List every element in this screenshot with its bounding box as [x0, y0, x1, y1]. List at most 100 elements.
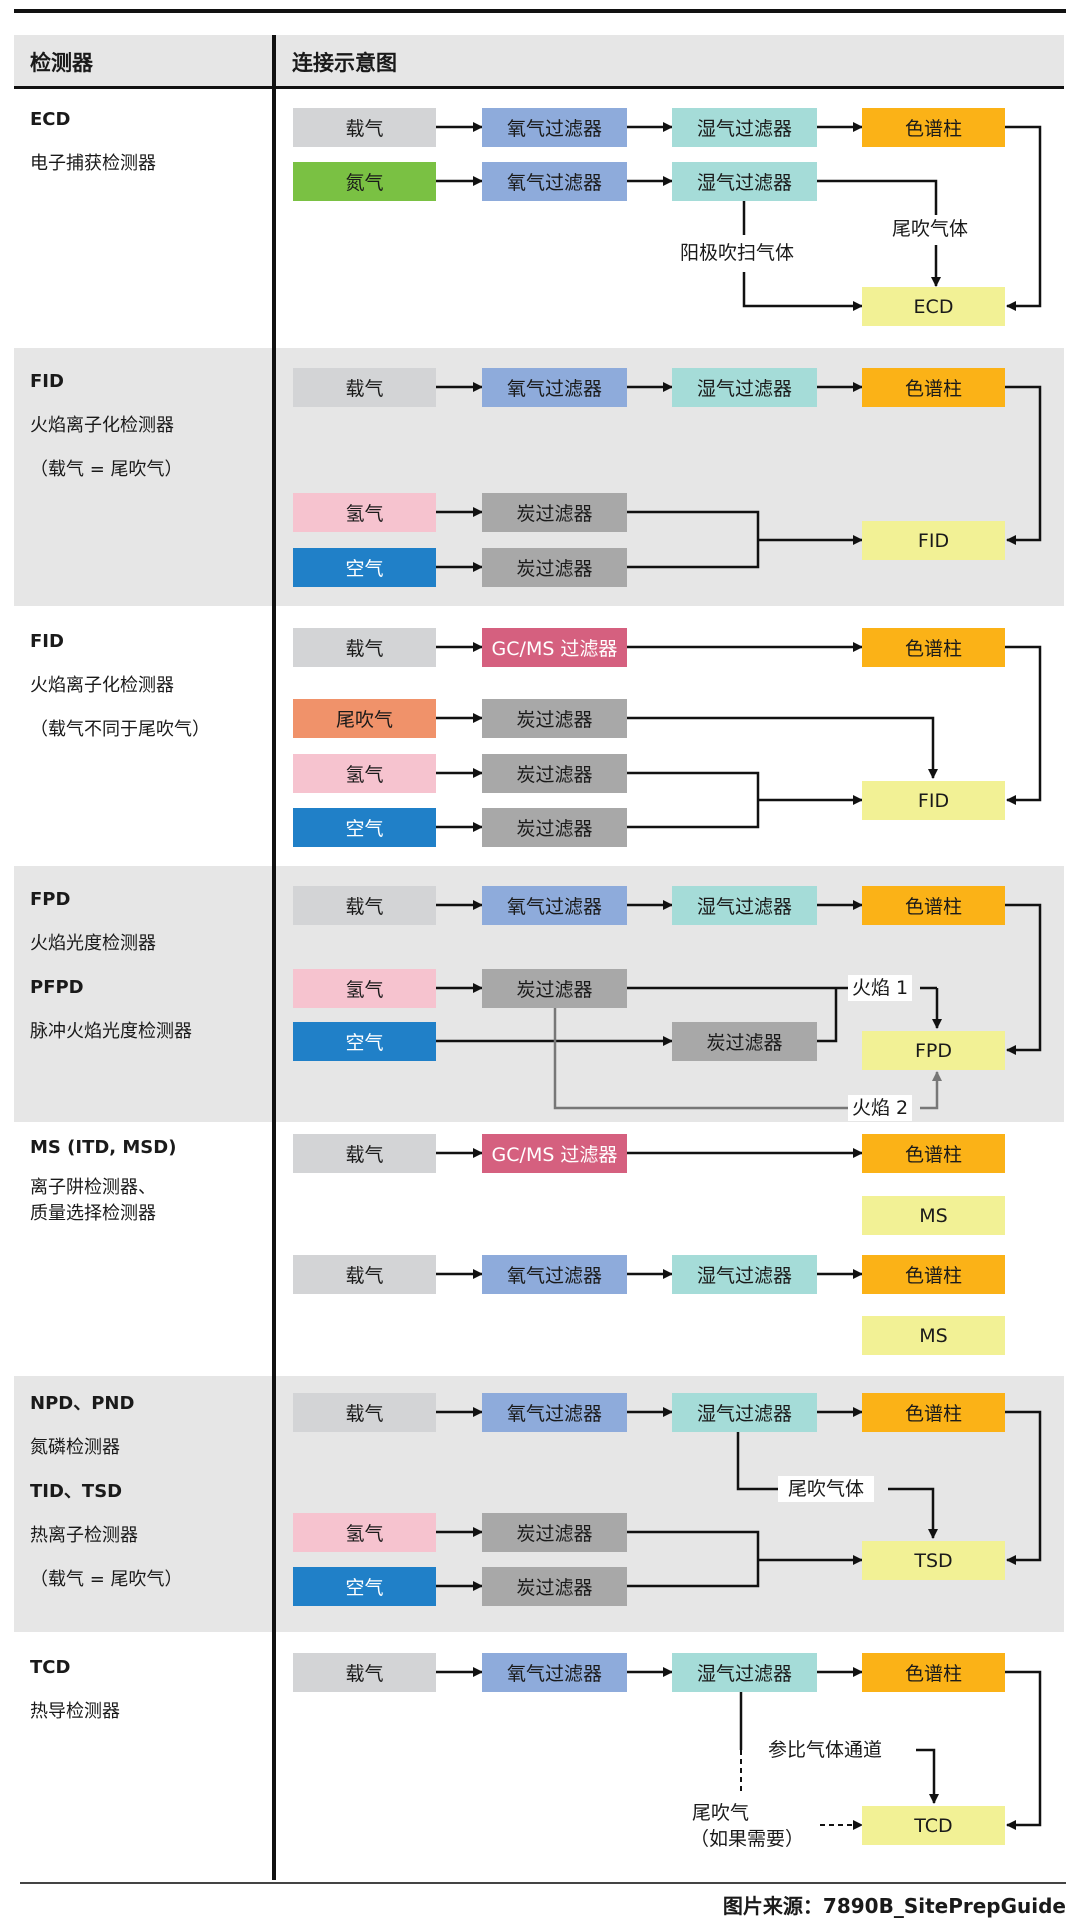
- detector-name: 火焰离子化检测器: [30, 415, 174, 436]
- box-carbon-filter: 炭过滤器: [482, 699, 627, 738]
- box-carbon-filter: 炭过滤器: [482, 969, 627, 1008]
- box-hydrogen: 氢气: [293, 493, 436, 532]
- detector-name: 火焰离子化检测器: [30, 675, 174, 696]
- detector-code-2: TID、TSD: [30, 1481, 123, 1502]
- detector-note: （载气不同于尾吹气）: [30, 719, 210, 740]
- detector-ecd: ECD 电子捕获检测器: [30, 108, 156, 176]
- label-anode-purge: 阳极吹扫气体: [676, 240, 799, 266]
- detector-note: （载气 = 尾吹气）: [30, 1569, 183, 1590]
- box-carbon-filter: 炭过滤器: [482, 754, 627, 793]
- detector-code: FID: [30, 371, 64, 392]
- image-source: 图片来源：7890B_SitePrepGuide: [722, 1894, 1066, 1918]
- detector-tcd: TCD 热导检测器: [30, 1656, 120, 1724]
- box-carrier-gas: 载气: [293, 1393, 436, 1432]
- column-divider: [272, 35, 276, 1880]
- detector-npd: NPD、PND 氮磷检测器 TID、TSD 热离子检测器 （载气 = 尾吹气）: [30, 1392, 183, 1592]
- detector-name: 火焰光度检测器: [30, 933, 156, 954]
- box-column: 色谱柱: [862, 886, 1005, 925]
- header-rule: [14, 86, 1064, 89]
- box-carbon-filter: 炭过滤器: [672, 1022, 817, 1061]
- box-column: 色谱柱: [862, 368, 1005, 407]
- box-makeup-gas: 尾吹气: [293, 699, 436, 738]
- box-moisture-filter: 湿气过滤器: [672, 1653, 817, 1692]
- box-column: 色谱柱: [862, 108, 1005, 147]
- box-ms: MS: [862, 1196, 1005, 1235]
- box-column: 色谱柱: [862, 1134, 1005, 1173]
- box-carrier-gas: 载气: [293, 1255, 436, 1294]
- detector-name: 电子捕获检测器: [30, 153, 156, 174]
- box-air: 空气: [293, 1567, 436, 1606]
- box-fid: FID: [862, 521, 1005, 560]
- box-oxygen-filter: 氧气过滤器: [482, 1255, 627, 1294]
- label-flame-1: 火焰 1: [848, 975, 913, 1001]
- box-tsd: TSD: [862, 1541, 1005, 1580]
- box-moisture-filter: 湿气过滤器: [672, 368, 817, 407]
- box-carrier-gas: 载气: [293, 886, 436, 925]
- column-header-detector: 检测器: [30, 51, 93, 75]
- box-fpd: FPD: [862, 1031, 1005, 1070]
- label-makeup-gas: 尾吹气体: [778, 1476, 875, 1502]
- detector-name: 氮磷检测器: [30, 1437, 120, 1458]
- detector-code: NPD、PND: [30, 1393, 135, 1414]
- box-carbon-filter: 炭过滤器: [482, 548, 627, 587]
- detector-ms: MS (ITD, MSD) 离子阱检测器、 质量选择检测器: [30, 1136, 176, 1226]
- box-air: 空气: [293, 1022, 436, 1061]
- box-ecd: ECD: [862, 287, 1005, 326]
- detector-fid2: FID 火焰离子化检测器 （载气不同于尾吹气）: [30, 630, 210, 742]
- box-carbon-filter: 炭过滤器: [482, 1513, 627, 1552]
- box-oxygen-filter: 氧气过滤器: [482, 162, 627, 201]
- detector-name: 热导检测器: [30, 1701, 120, 1722]
- detector-name-2: 脉冲火焰光度检测器: [30, 1021, 192, 1042]
- box-column: 色谱柱: [862, 1393, 1005, 1432]
- box-carrier-gas: 载气: [293, 368, 436, 407]
- detector-fid1: FID 火焰离子化检测器 （载气 = 尾吹气）: [30, 370, 183, 482]
- box-column: 色谱柱: [862, 628, 1005, 667]
- box-nitrogen: 氮气: [293, 162, 436, 201]
- box-oxygen-filter: 氧气过滤器: [482, 368, 627, 407]
- detector-name-2: 质量选择检测器: [30, 1203, 156, 1224]
- top-rule: [14, 9, 1066, 13]
- box-hydrogen: 氢气: [293, 1513, 436, 1552]
- detector-code: FID: [30, 631, 64, 652]
- detector-code: ECD: [30, 109, 71, 130]
- table-header: [14, 35, 1064, 88]
- label-flame-2: 火焰 2: [848, 1095, 913, 1121]
- detector-name-2: 热离子检测器: [30, 1525, 138, 1546]
- detector-note: （载气 = 尾吹气）: [30, 459, 183, 480]
- box-carrier-gas: 载气: [293, 1134, 436, 1173]
- box-air: 空气: [293, 808, 436, 847]
- box-oxygen-filter: 氧气过滤器: [482, 108, 627, 147]
- box-ms: MS: [862, 1316, 1005, 1355]
- label-makeup-optional: 尾吹气: [692, 1802, 750, 1824]
- box-carrier-gas: 载气: [293, 1653, 436, 1692]
- bottom-rule: [20, 1882, 1066, 1884]
- box-air: 空气: [293, 548, 436, 587]
- box-moisture-filter: 湿气过滤器: [672, 1255, 817, 1294]
- box-moisture-filter: 湿气过滤器: [672, 886, 817, 925]
- box-oxygen-filter: 氧气过滤器: [482, 1393, 627, 1432]
- label-reference-channel: 参比气体通道: [764, 1737, 887, 1763]
- box-carbon-filter: 炭过滤器: [482, 808, 627, 847]
- box-oxygen-filter: 氧气过滤器: [482, 1653, 627, 1692]
- box-carrier-gas: 载气: [293, 628, 436, 667]
- box-oxygen-filter: 氧气过滤器: [482, 886, 627, 925]
- box-hydrogen: 氢气: [293, 969, 436, 1008]
- column-header-diagram: 连接示意图: [292, 51, 397, 75]
- box-tcd: TCD: [862, 1806, 1005, 1845]
- box-fid: FID: [862, 781, 1005, 820]
- detector-code: FPD: [30, 889, 71, 910]
- box-column: 色谱柱: [862, 1653, 1005, 1692]
- detector-code-2: PFPD: [30, 977, 84, 998]
- detector-code: TCD: [30, 1657, 71, 1678]
- box-column: 色谱柱: [862, 1255, 1005, 1294]
- label-makeup-gas: 尾吹气体: [888, 216, 973, 242]
- detector-fpd: FPD 火焰光度检测器 PFPD 脉冲火焰光度检测器: [30, 888, 192, 1044]
- label-if-needed: （如果需要）: [690, 1828, 805, 1850]
- box-carrier-gas: 载气: [293, 108, 436, 147]
- box-moisture-filter: 湿气过滤器: [672, 108, 817, 147]
- box-gcms-filter: GC/MS 过滤器: [482, 628, 627, 667]
- box-moisture-filter: 湿气过滤器: [672, 1393, 817, 1432]
- detector-code: MS (ITD, MSD): [30, 1137, 177, 1158]
- box-gcms-filter: GC/MS 过滤器: [482, 1134, 627, 1173]
